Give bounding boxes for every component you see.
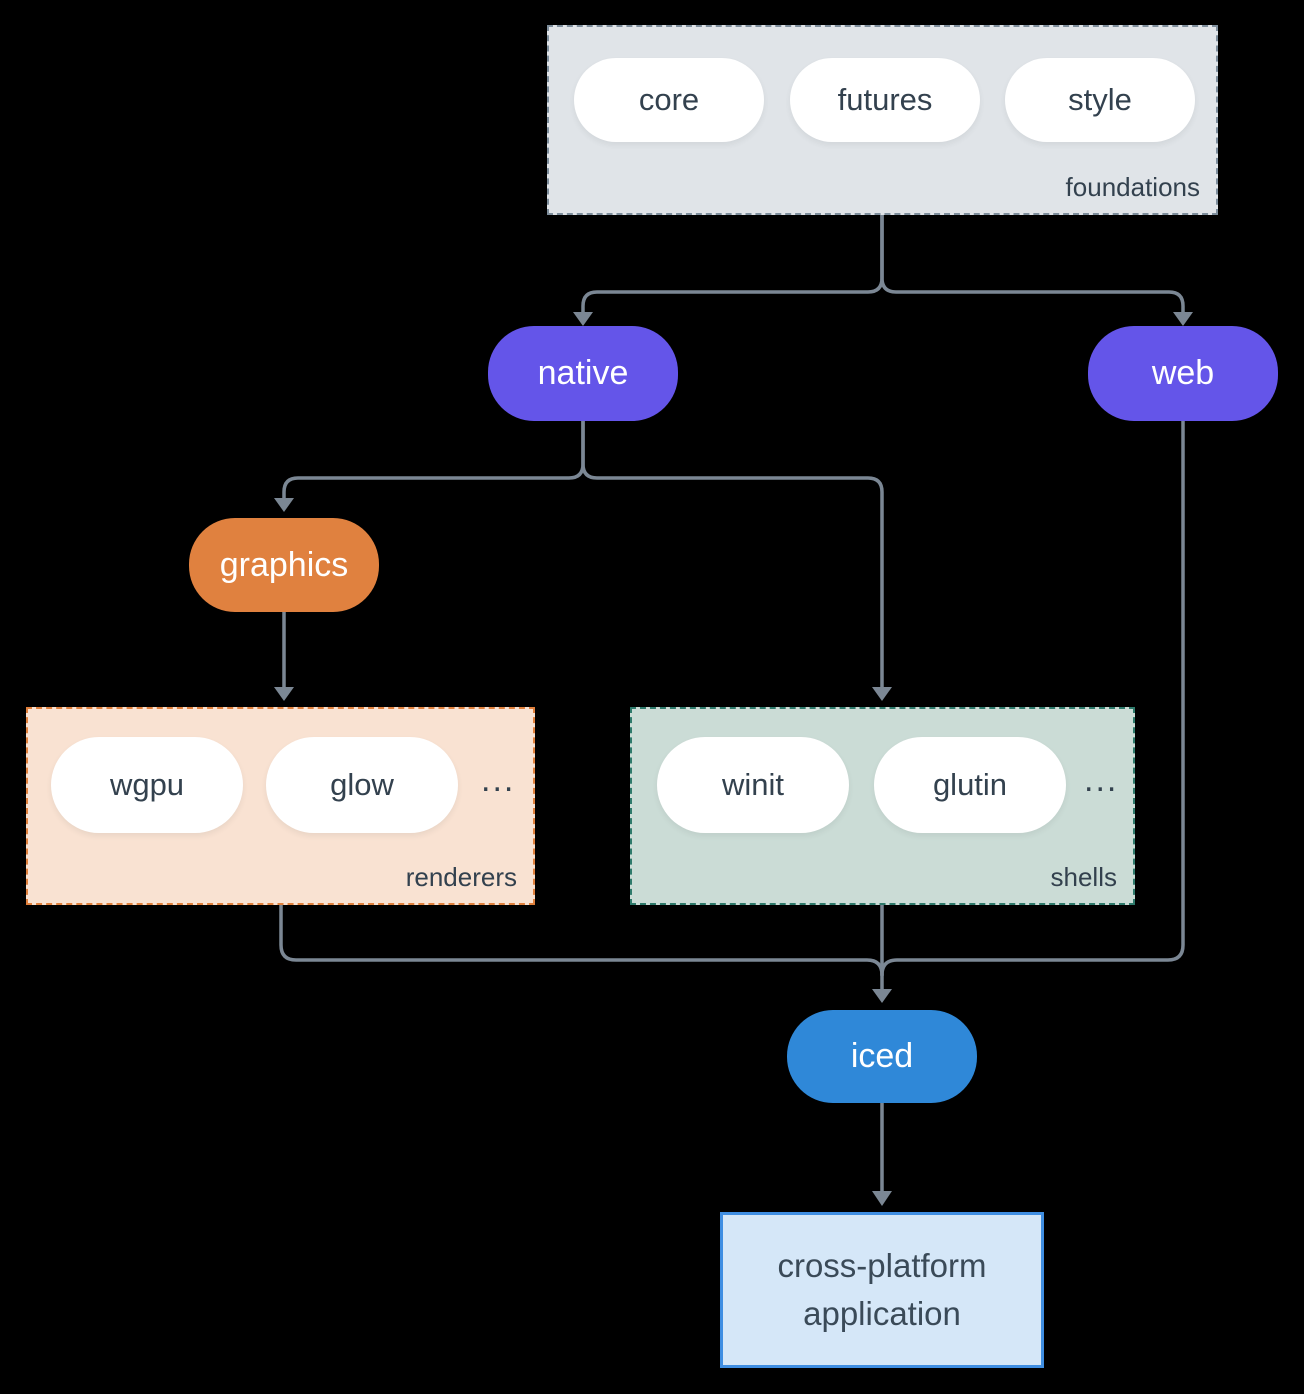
node-wgpu: wgpu [51,737,243,833]
arrowhead-renderers [274,687,294,701]
edge-renderers-merge [279,903,884,977]
node-futures: futures [790,58,980,142]
node-glow: glow [266,737,458,833]
node-glutin: glutin [874,737,1066,833]
arrowhead-graphics [274,498,294,512]
foundations-label: foundations [1065,172,1200,202]
node-winit: winit [657,737,849,833]
renderers-ellipsis: ... [481,761,516,799]
application-label-line2: application [803,1295,961,1332]
node-native: native [488,326,678,421]
shells-ellipsis: ... [1084,761,1119,799]
shells-label: shells [1050,862,1117,892]
node-style: style [1005,58,1195,142]
arrowhead-application [872,1191,892,1206]
application-label-line1: cross-platform [777,1247,987,1284]
edge-foundations-web [880,213,1185,315]
renderers-group: wgpu glow ... renderers [26,707,535,905]
node-application: cross-platform application [720,1212,1044,1368]
edge-arrowheads [274,312,1193,1206]
foundations-group: core futures style foundations [547,25,1218,215]
node-core: core [574,58,764,142]
renderers-label: renderers [405,862,517,892]
node-graphics: graphics [189,518,379,612]
shells-group: winit glutin ... shells [630,707,1135,905]
arrowhead-iced [872,989,892,1003]
node-web: web [1088,326,1278,421]
edge-foundations-native [581,213,884,315]
node-iced: iced [787,1010,977,1103]
edge-native-shells [581,419,884,690]
arrowhead-web [1173,312,1193,326]
edge-strokes [279,213,1185,1194]
arrowhead-shells [872,687,892,701]
edge-native-graphics [282,419,585,501]
arrowhead-native [573,312,593,326]
